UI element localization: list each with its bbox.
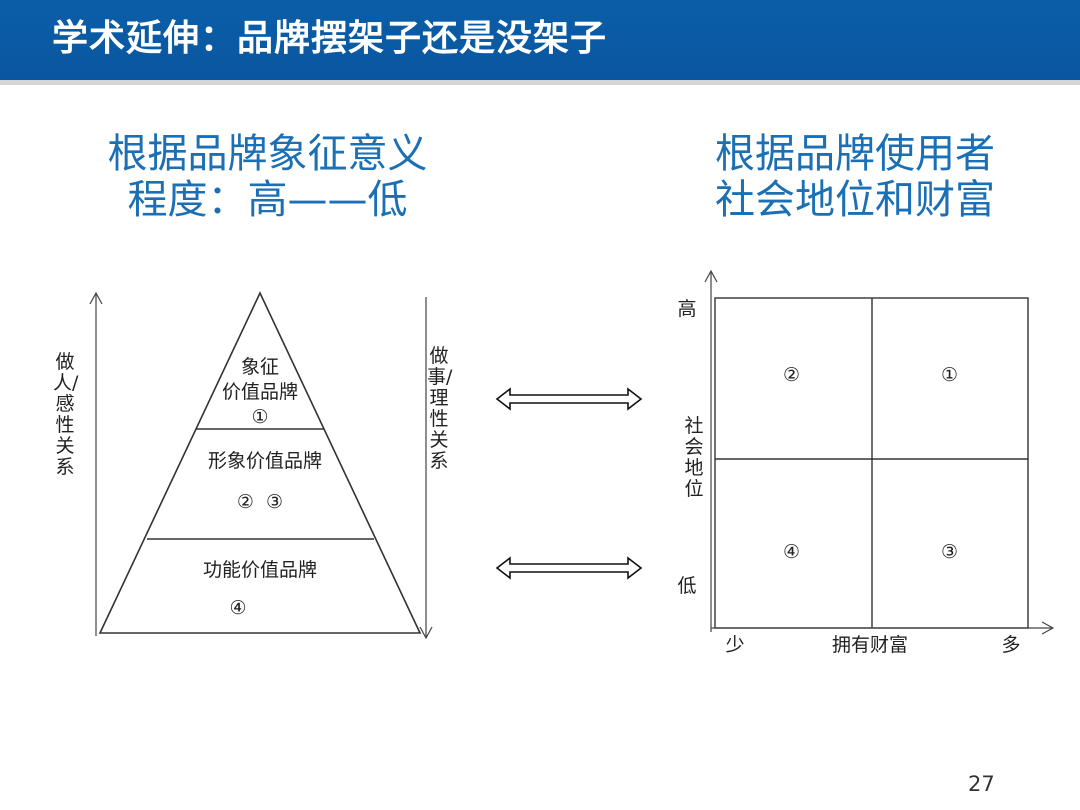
right-axis-arrowhead	[419, 626, 433, 640]
left-axis-arrowhead	[89, 291, 103, 305]
matrix-y-label: 社会地位	[684, 415, 704, 500]
left-heading-line1: 根据品牌象征意义	[107, 131, 428, 177]
matrix-cell-bottom-right: ③	[941, 541, 959, 563]
pyramid-left-axis-label: 做人/感性关系	[53, 351, 79, 478]
right-heading-line1: 根据品牌使用者	[715, 131, 995, 177]
pyramid-outline	[98, 291, 422, 634]
pyramid-right-axis-label: 做事/理性关系	[427, 345, 453, 472]
top-tier-marker: ①	[251, 406, 269, 428]
matrix-y-arrowhead	[704, 269, 718, 283]
left-heading-line2: 程度：高——低	[127, 177, 408, 223]
right-heading: 根据品牌使用者 社会地位和财富	[690, 131, 1020, 223]
matrix-y-high: 高	[677, 298, 697, 320]
matrix-x-arrowhead	[1041, 621, 1055, 635]
top-tier-line1: 象征	[240, 356, 279, 378]
right-heading-line2: 社会地位和财富	[715, 177, 995, 223]
slide-title: 学术延伸：品牌摆架子还是没架子	[52, 18, 608, 59]
matrix-cell-top-right: ①	[941, 364, 959, 386]
matrix-x-label: 拥有财富	[831, 634, 908, 656]
bottom-tier-label: 功能价值品牌	[202, 559, 317, 581]
matrix-cell-bottom-left: ④	[783, 541, 801, 563]
middle-tier-label: 形象价值品牌	[207, 450, 322, 472]
left-heading: 根据品牌象征意义 程度：高——低	[95, 131, 440, 223]
title-bar: 学术延伸：品牌摆架子还是没架子	[0, 0, 1080, 85]
double-arrow-lower	[495, 556, 643, 580]
matrix-x-low: 少	[725, 634, 745, 656]
middle-tier-markers: ② ③	[236, 491, 284, 513]
matrix-x-high: 多	[1001, 634, 1021, 656]
double-arrow-upper	[495, 387, 643, 411]
matrix-cell-top-left: ②	[783, 364, 801, 386]
top-tier-line2: 价值品牌	[221, 381, 298, 403]
matrix-y-low: 低	[677, 575, 697, 597]
page-number: 27	[968, 772, 995, 796]
bottom-tier-marker: ④	[229, 597, 247, 619]
